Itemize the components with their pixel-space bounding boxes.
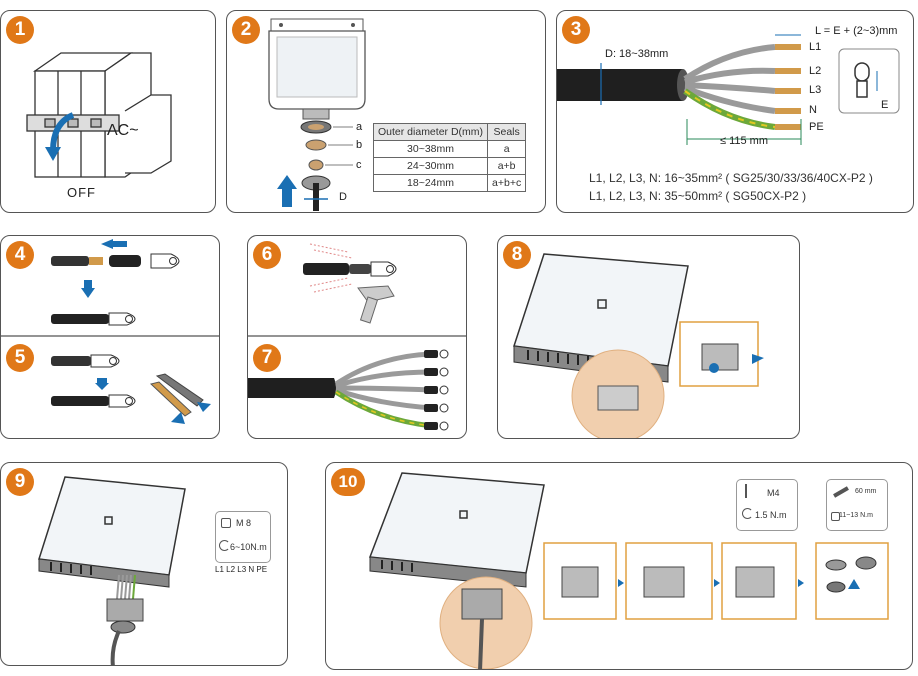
lug-e-label: E <box>881 99 889 111</box>
breaker-illustration <box>26 52 172 178</box>
torque-icon <box>219 540 230 551</box>
table-cell: 24~30mm <box>372 157 489 175</box>
wrench-size-label: 60 mm <box>855 488 877 495</box>
wire-label-pe: PE <box>809 121 824 133</box>
lug-crimp-illustration <box>1 239 219 424</box>
step-10-badge: 10 <box>331 468 365 496</box>
seal-letter-a: a <box>356 121 363 133</box>
step-7-badge: 7 <box>253 344 281 372</box>
seal-letter-b: b <box>356 139 363 151</box>
step-8-panel: 8 <box>497 235 800 439</box>
step-1-panel: 1 AC~ OFF <box>0 10 216 213</box>
seal-letter-c: c <box>356 159 362 171</box>
table-header: Outer diameter D(mm) <box>372 123 489 141</box>
wire-label-l1: L1 <box>809 41 822 53</box>
terminal-labels: L1 L2 L3 N PE <box>215 565 268 574</box>
bolt-icon <box>221 518 231 528</box>
bolt-size-label: M 8 <box>236 518 252 528</box>
step-2-panel: 2 a b c D Outer diameter D(mm) Seals 30~… <box>226 10 546 213</box>
torque-box-m4: M4 1.5 N.m <box>736 479 798 531</box>
step-6-badge: 6 <box>253 241 281 269</box>
step-3-panel: 3 D: 18~38mm L = E + (2~3)mm L1 L2 L3 N … <box>556 10 914 213</box>
heat-shrink-illustration <box>248 243 466 431</box>
torque-value-label: 6~10N.m <box>230 542 267 552</box>
outer-strip-length-label: ≤ 115 mm <box>720 135 769 147</box>
off-label: OFF <box>67 185 96 200</box>
step-9-badge: 9 <box>6 468 34 496</box>
ac-wiring-illustration <box>38 476 186 665</box>
connector-fastening-illustration <box>368 472 889 669</box>
step-4-badge: 4 <box>6 241 34 269</box>
cable-stripping-illustration <box>557 34 900 145</box>
step-8-badge: 8 <box>503 241 531 269</box>
cable-gland-illustration <box>268 18 366 211</box>
torque-box-m8: M 8 6~10N.m <box>215 511 271 563</box>
step-2-badge: 2 <box>232 16 260 44</box>
step-10-panel: 10 M4 1.5 N.m 60 mm 11~13 <box>325 462 913 670</box>
screwdriver-icon <box>745 484 747 498</box>
switch-off-arrow <box>50 112 75 152</box>
gland-d-label: D <box>339 191 347 203</box>
spec-line-2: L1, L2, L3, N: 35~50mm² ( SG50CX-P2 ) <box>589 189 807 203</box>
wrench-icon <box>833 486 849 498</box>
cable-diameter-label: D: 18~38mm <box>605 48 669 60</box>
table-row: 30~38mm a <box>372 140 527 158</box>
wire-label-l3: L3 <box>809 84 822 96</box>
step-5-badge: 5 <box>6 344 34 372</box>
step-3-badge: 3 <box>562 16 590 44</box>
bolt-size-label: M4 <box>767 488 780 498</box>
ac-label: AC~ <box>107 122 139 139</box>
torque-box-60mm: 60 mm 11~13 N.m <box>826 479 888 531</box>
table-cell: a+b <box>487 157 527 175</box>
table-row: 18~24mm a+b+c <box>372 174 527 192</box>
step-9-panel: 9 M 8 6~10N.m L1 L2 L3 N PE <box>0 462 288 666</box>
wire-label-n: N <box>809 104 817 116</box>
table-cell: a+b+c <box>487 174 527 192</box>
step-1-badge: 1 <box>6 16 34 44</box>
strip-length-label: L = E + (2~3)mm <box>815 25 898 37</box>
table-cell: a <box>487 140 527 158</box>
torque-value-label: 1.5 N.m <box>755 510 787 520</box>
step-6-7-panel: 6 7 <box>247 235 467 439</box>
step-4-5-panel: 4 5 <box>0 235 220 439</box>
seal-selection-table: Outer diameter D(mm) Seals 30~38mm a 24~… <box>372 123 527 192</box>
spec-line-1: L1, L2, L3, N: 16~35mm² ( SG25/30/33/36/… <box>589 171 873 185</box>
wire-label-l2: L2 <box>809 65 822 77</box>
table-cell: 18~24mm <box>372 174 489 192</box>
table-header: Seals <box>487 123 527 141</box>
table-row: 24~30mm a+b <box>372 157 527 175</box>
inverter-cover-removal-illustration <box>513 253 764 438</box>
nut-icon <box>831 512 840 521</box>
table-cell: 30~38mm <box>372 140 489 158</box>
torque-value-label: 11~13 N.m <box>839 512 873 519</box>
torque-icon <box>742 508 753 519</box>
